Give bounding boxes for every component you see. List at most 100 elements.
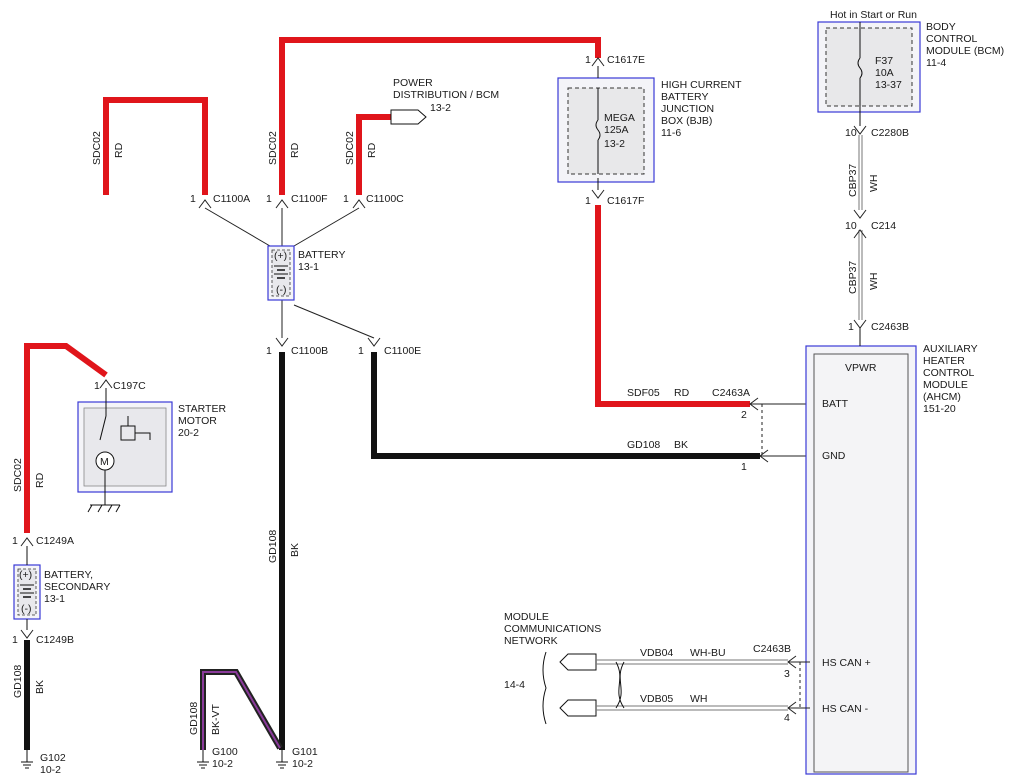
comm-network: MODULE COMMUNICATIONS NETWORK 14-4 VDB04…: [504, 611, 810, 725]
diagram-label: BODY: [926, 21, 956, 33]
label-gd108-g100: GD108: [188, 702, 200, 735]
c1100b-connector: 1 C1100B: [266, 337, 328, 357]
label-rd-f: RD: [289, 142, 301, 158]
wire-gd108-ahcm: [371, 352, 760, 459]
diagram-label: WH-BU: [690, 647, 726, 659]
c1249a-connector: 1 C1249A: [12, 535, 74, 547]
diagram-label: 1: [343, 193, 349, 205]
c214-connector: 10 C214: [845, 209, 896, 239]
power-distribution: POWER DISTRIBUTION / BCM 13-2: [390, 77, 499, 125]
diagram-label: C1249A: [36, 535, 74, 547]
diagram-label: C1100C: [366, 193, 404, 205]
label-sdc02-a: SDC02: [91, 131, 103, 165]
diagram-label: 125A: [604, 124, 629, 136]
diagram-label: JUNCTION: [661, 103, 714, 115]
aux-heater-control-module: VPWR BATT GND HS CAN + HS CAN - AUXILIAR…: [805, 328, 978, 775]
diagram-label: 13-2: [604, 138, 625, 150]
c2463b-top-connector: 1 C2463B: [848, 319, 909, 333]
label-rd-c: RD: [366, 142, 378, 158]
diagram-label: POWER: [393, 77, 433, 89]
diagram-label: VDB04: [640, 647, 673, 659]
diagram-label: C2463A: [712, 387, 750, 399]
label-wh-upper: WH: [868, 175, 880, 193]
diagram-label: DISTRIBUTION / BCM: [393, 89, 499, 101]
diagram-label: CONTROL: [926, 33, 977, 45]
label-sdc02-starter: SDC02: [12, 458, 24, 492]
battery-secondary: (+) (-) BATTERY, SECONDARY 13-1: [13, 546, 110, 630]
diagram-label: HS CAN -: [822, 703, 869, 715]
diagram-label: 10-2: [212, 758, 233, 770]
diagram-label: 151-20: [923, 403, 956, 415]
diagram-label: 10-2: [292, 758, 313, 770]
diagram-label: AUXILIARY: [923, 343, 978, 355]
diagram-label: 1: [94, 380, 100, 392]
diagram-label: MEGA: [604, 112, 635, 124]
label-cbp37-upper: CBP37: [847, 164, 859, 197]
c1249b-connector: 1 C1249B: [12, 629, 74, 646]
c197c-connector: 1 C197C: [94, 379, 146, 392]
diagram-label: (AHCM): [923, 391, 961, 403]
diagram-label: G102: [40, 752, 66, 764]
label-bk-sec: BK: [34, 680, 46, 694]
label-sdf05: SDF05: [627, 387, 660, 399]
body-control-module: Hot in Start or Run F37 10A 13-37 BODY C…: [817, 9, 1004, 126]
diagram-label: HS CAN +: [822, 657, 871, 669]
wire-sdc02-c1100f: [279, 37, 601, 195]
diagram-label: C1100A: [213, 193, 250, 205]
c1100f-connector: 1 C1100F: [266, 193, 328, 209]
diagram-label: 1: [12, 634, 18, 646]
diagram-label: HEATER: [923, 355, 965, 367]
diagram-label: 13-1: [298, 261, 319, 273]
diagram-label: 13-1: [44, 593, 65, 605]
label-gd108-b: GD108: [267, 530, 279, 563]
c1617f-connector: 1 C1617F: [585, 189, 644, 207]
diagram-label: BATTERY,: [44, 569, 93, 581]
label-bkvt: BK-VT: [210, 703, 222, 735]
diagram-label: MODULE: [923, 379, 968, 391]
diagram-label: C1100F: [291, 193, 328, 205]
c1617e-connector: 1 C1617E: [585, 54, 645, 67]
diagram-label: MODULE (BCM): [926, 45, 1004, 57]
diagram-label: C1100E: [384, 345, 421, 357]
diagram-label: CONTROL: [923, 367, 974, 379]
label-sdc02-c: SDC02: [344, 131, 356, 165]
diagram-label: 10: [845, 127, 857, 139]
wire-sdc02-c1100a: [103, 97, 208, 195]
battery-junction-box: MEGA 125A 13-2 HIGH CURRENT BATTERY JUNC…: [557, 66, 742, 190]
diagram-label: WH: [690, 693, 708, 705]
diagram-label: BATTERY: [661, 91, 708, 103]
label-gd108-sec: GD108: [12, 665, 24, 698]
diagram-label: 10A: [875, 67, 894, 79]
c2280b-connector: 10 C2280B: [845, 125, 909, 139]
label-bk-b: BK: [289, 543, 301, 557]
diagram-label: G100: [212, 746, 238, 758]
ground-g100: G100 10-2: [197, 746, 238, 770]
diagram-label: 2: [741, 409, 747, 421]
diagram-label: 14-4: [504, 679, 525, 691]
diagram-label: G101: [292, 746, 318, 758]
diagram-label: 1: [190, 193, 196, 205]
diagram-label: BOX (BJB): [661, 115, 712, 127]
diagram-label: 1: [585, 54, 591, 66]
label-rd-sdf05: RD: [674, 387, 690, 399]
diagram-label: C1617F: [607, 195, 644, 207]
diagram-label: C2463B: [753, 643, 791, 655]
diagram-label: 20-2: [178, 427, 199, 439]
diagram-label: C197C: [113, 380, 146, 392]
battery-main: (+) (-) BATTERY 13-1: [267, 245, 345, 301]
diagram-label: BATT: [822, 398, 849, 410]
diagram-label: C214: [871, 220, 896, 232]
label-rd-starter: RD: [34, 472, 46, 488]
label-gd108-ahcm: GD108: [627, 439, 660, 451]
diagram-label: 4: [784, 712, 790, 724]
diagram-label: 13-37: [875, 79, 902, 91]
diagram-label: M: [100, 456, 109, 468]
diagram-label: MODULE: [504, 611, 549, 623]
diagram-label: STARTER: [178, 403, 226, 415]
diagram-label: 3: [784, 668, 790, 680]
diagram-label: 13-2: [430, 102, 451, 114]
c1100c-connector: 1 C1100C: [343, 193, 404, 209]
diagram-label: VPWR: [845, 362, 877, 374]
diagram-label: 11-4: [926, 57, 946, 69]
label-wh-lower: WH: [868, 273, 880, 291]
